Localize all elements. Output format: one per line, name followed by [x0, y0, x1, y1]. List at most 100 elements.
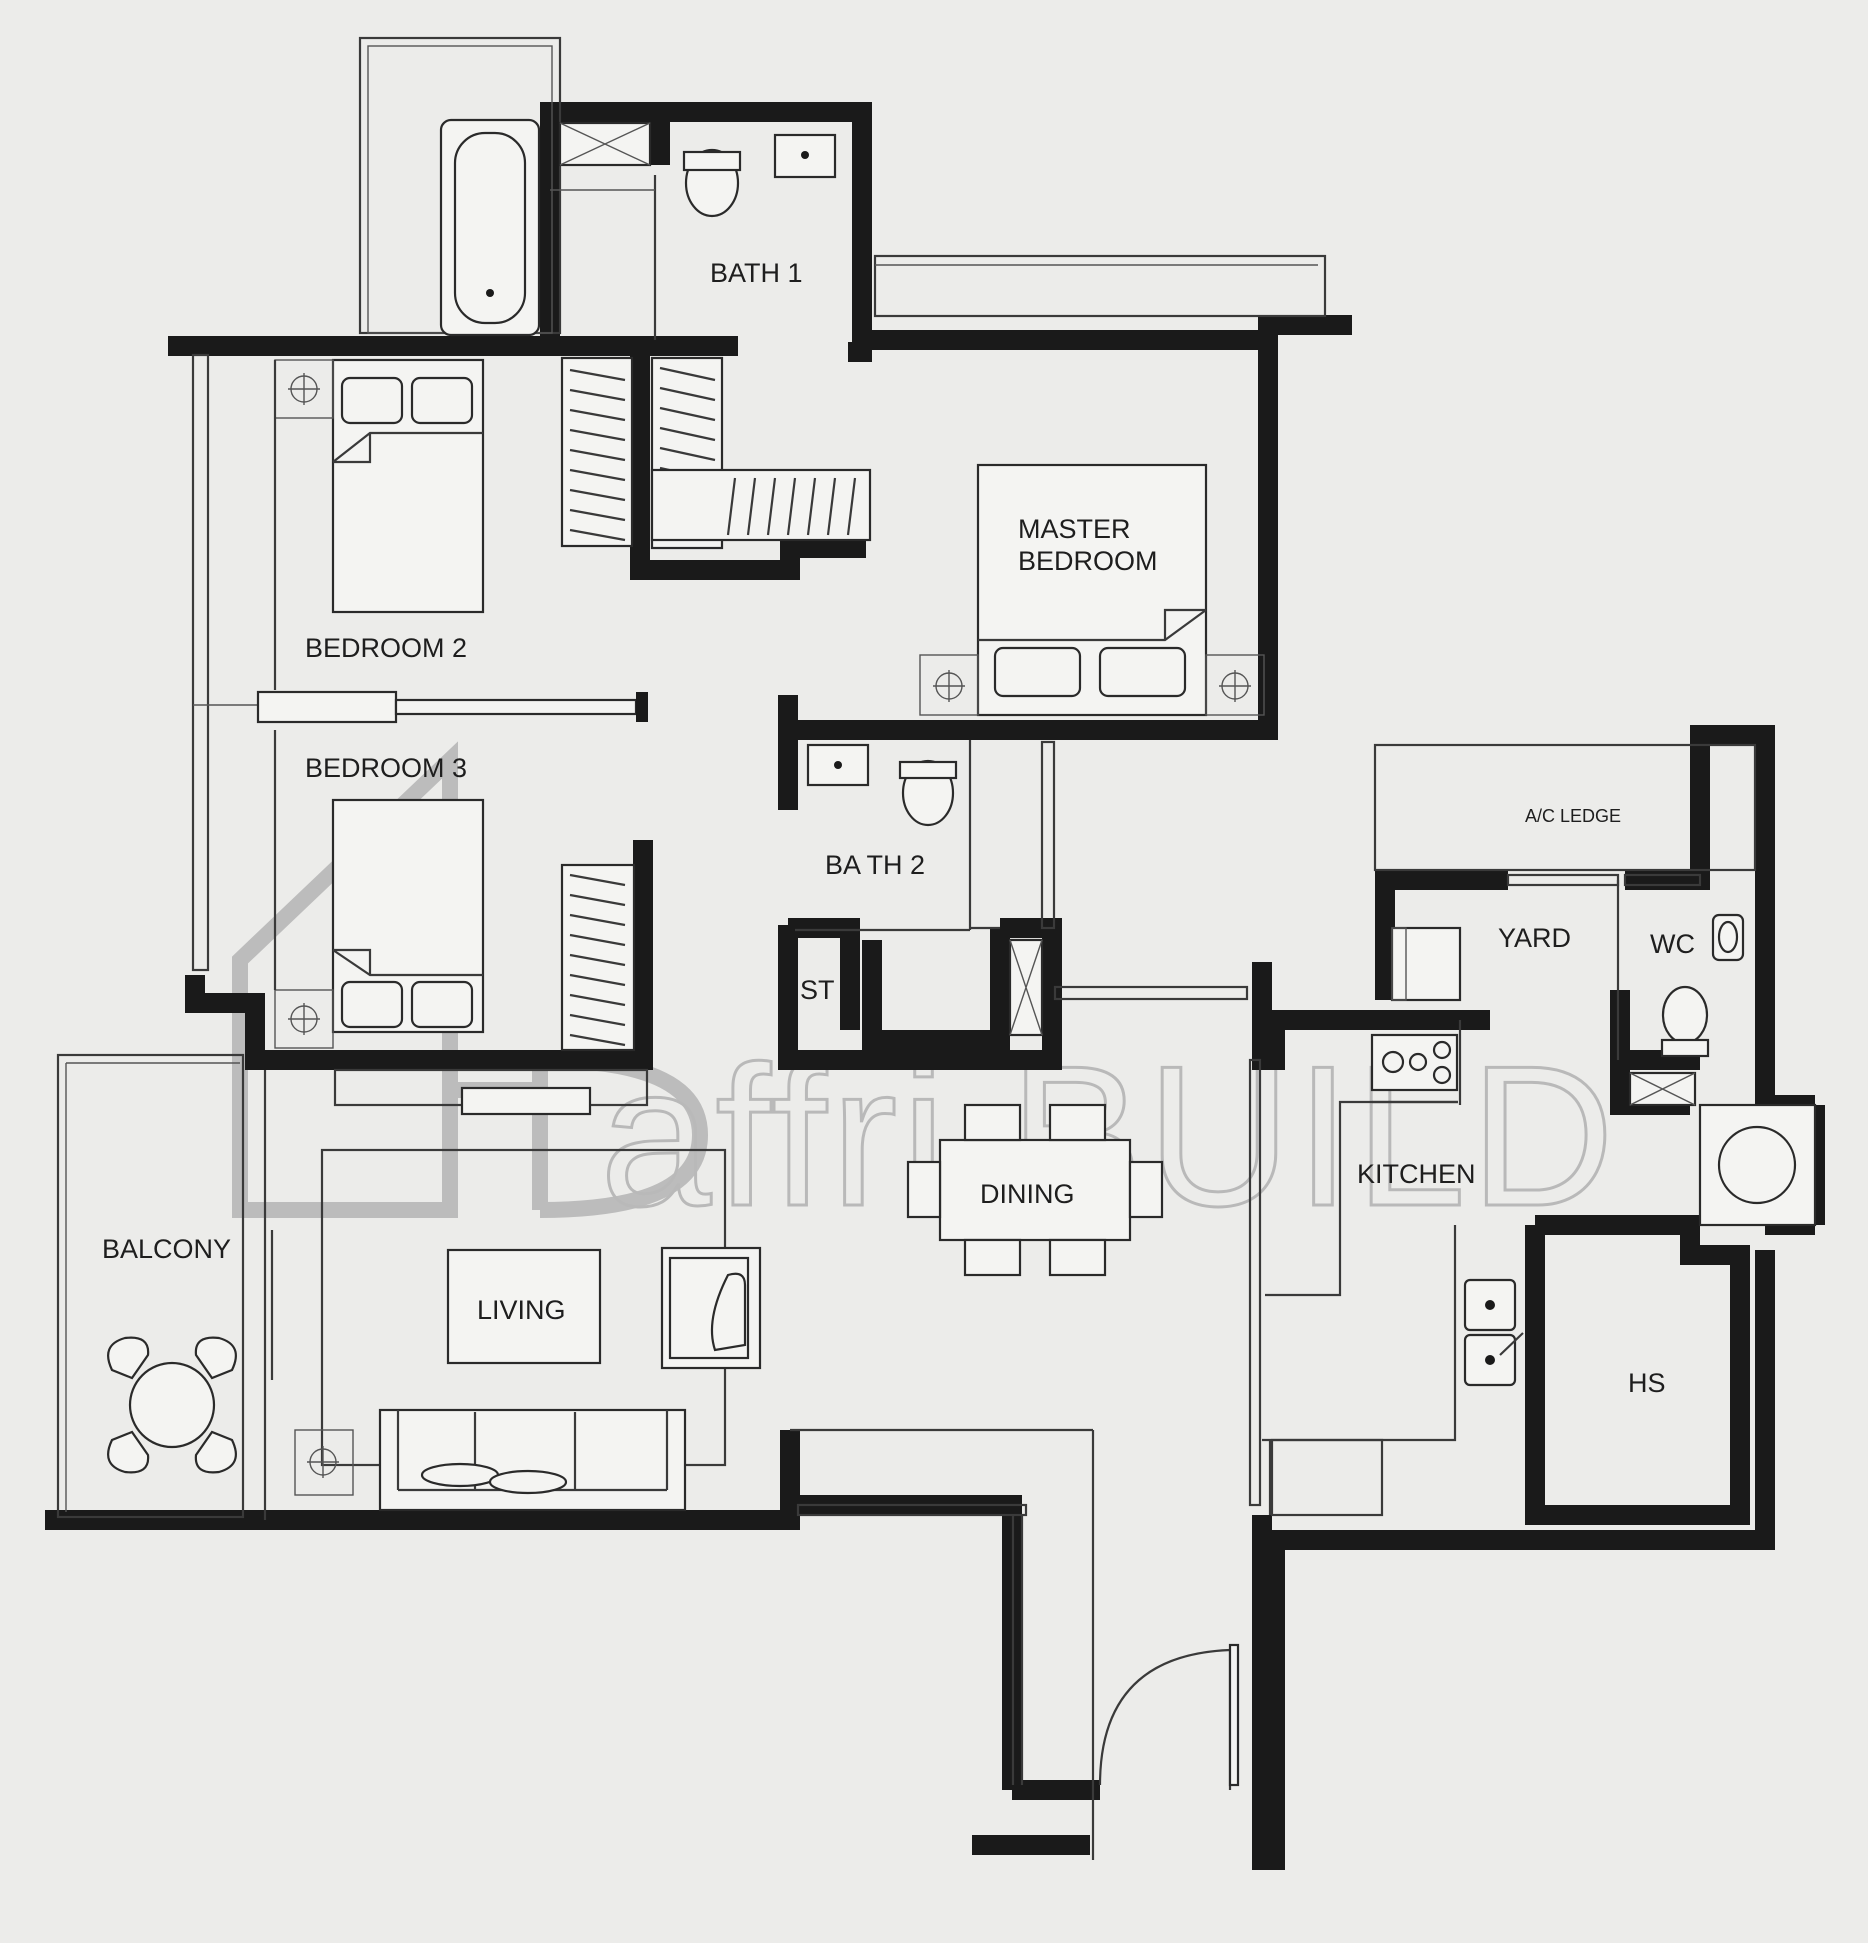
balcony-table [128, 1361, 216, 1449]
window-balcony [56, 1053, 245, 1519]
bath1-fixtures [439, 118, 837, 340]
wall-store-inner [788, 918, 860, 1030]
wardrobe-master-side-hangers [659, 366, 716, 482]
wardrobe-bedroom3 [560, 863, 636, 1052]
fridge [1270, 1438, 1384, 1517]
balcony-chair-tr [194, 1336, 237, 1380]
counter-sink-run [1262, 1225, 1457, 1442]
walls [45, 102, 1825, 1870]
wall-corridor-west [780, 1495, 1022, 1790]
sink-drain-1 [1485, 1300, 1495, 1310]
bed-bedroom3-sheet [332, 948, 483, 977]
main-door-frame [1228, 1643, 1240, 1787]
wc-fixtures [1660, 913, 1745, 1058]
window-kitchen-west [1248, 1058, 1262, 1507]
pillow-master-left [993, 646, 1082, 698]
bathtub-drain [486, 289, 494, 297]
bed-master-sheet [978, 608, 1207, 642]
basin-bath1-tap [801, 151, 809, 159]
sofa-cushion-left [420, 1462, 500, 1488]
wall-yard [1375, 870, 1508, 1000]
dining-chair-left [906, 1160, 942, 1219]
bedroom2-furniture [256, 356, 872, 724]
side-table-living [294, 1429, 354, 1496]
bedroom3-furniture [273, 730, 636, 1052]
dining-chair-right [1128, 1160, 1164, 1219]
wall-store [778, 918, 1062, 1070]
pillow-master-right [1098, 646, 1187, 698]
toilet-bath1-tank [682, 150, 742, 172]
label-bedroom2: BEDROOM 2 [305, 633, 467, 663]
wall-kitchen-south [1252, 1250, 1775, 1870]
pillow-bedroom2-left [340, 376, 404, 425]
lamp-master-left-cross [933, 670, 965, 702]
washing-machine-panel [1391, 927, 1407, 1001]
label-store: ST [800, 975, 835, 1005]
sliding-door-rail [394, 698, 638, 716]
bathtub-basin [453, 131, 527, 325]
label-dining: DINING [980, 1179, 1075, 1209]
room-labels: BATH 1 MASTER BEDROOM BEDROOM 2 BEDROOM … [102, 258, 1695, 1398]
pillow-bedroom3-right [410, 980, 474, 1029]
hs-vent-circle [1717, 1125, 1797, 1205]
wardrobe-bedroom2 [560, 356, 634, 548]
wall-master-right [862, 315, 1352, 350]
kitchen-fixtures [1262, 926, 1697, 1517]
tv [460, 1086, 592, 1116]
window-corridor [796, 1503, 1028, 1517]
label-master-bedroom-2: BEDROOM [1018, 546, 1158, 576]
basin-bath2-tap [834, 761, 842, 769]
sofa [378, 1408, 687, 1512]
label-bath2: BA TH 2 [825, 850, 925, 880]
nightstand-master-left [919, 654, 979, 716]
wall-bedroom3-south [185, 840, 653, 1070]
label-kitchen: KITCHEN [1357, 1159, 1476, 1189]
main-door-swing [1098, 1648, 1231, 1786]
nightstand-bedroom3 [274, 989, 334, 1049]
balcony-chair-br [194, 1430, 237, 1474]
label-master-bedroom-1: MASTER [1018, 514, 1131, 544]
sink-drain-2 [1485, 1355, 1495, 1365]
hob-burner-1 [1381, 1050, 1405, 1074]
sliding-door-bedroom [256, 690, 398, 724]
hob-burner-4 [1432, 1065, 1452, 1085]
window-yard-top [1506, 873, 1620, 887]
sliding-door-end [636, 692, 648, 722]
dining-chair-bottom-left [963, 1238, 1022, 1277]
wall-kitchen-west [1252, 962, 1490, 1070]
lamp-bedroom3-cross [288, 1003, 320, 1035]
window-bath2-east [1040, 740, 1056, 930]
window-dining-north [1053, 985, 1249, 1001]
toilet-wc [1661, 985, 1709, 1045]
label-living: LIVING [477, 1295, 566, 1325]
label-hs: HS [1628, 1368, 1666, 1398]
sink-tap [1499, 1332, 1524, 1356]
label-balcony: BALCONY [102, 1234, 231, 1264]
label-wc: WC [1650, 929, 1695, 959]
bath2-fixtures [795, 740, 1044, 1037]
basin-wc-bowl [1717, 920, 1739, 954]
nightstand-master-right [1205, 654, 1265, 716]
wall-bath2-shower [862, 928, 1010, 1050]
coffee-table [446, 1248, 602, 1365]
lamp-bedroom2-cross [288, 373, 320, 405]
wardrobe-bedroom2-hangers [569, 368, 626, 542]
shower-tray-wc-cross [1629, 1072, 1696, 1106]
shower-tray-bath1-cross [559, 122, 651, 166]
dining-chair-top-right [1048, 1103, 1107, 1142]
lamp-living-cross [307, 1446, 339, 1478]
master-bedroom-furniture [919, 463, 1265, 717]
lamp-master-right-cross [1219, 670, 1251, 702]
label-yard: YARD [1498, 923, 1571, 953]
wardrobe-master-bottom [650, 468, 872, 542]
shower-tray-bath2-cross [1009, 939, 1043, 1036]
toilet-wc-tank [1660, 1038, 1710, 1058]
pillow-bedroom3-left [340, 980, 404, 1029]
sofa-cushion-right [488, 1469, 568, 1495]
dining-chair-bottom-right [1048, 1238, 1107, 1277]
hob-burner-2 [1408, 1052, 1428, 1072]
dining-chair-top-left [963, 1103, 1022, 1142]
living-dining-furniture [263, 1068, 1164, 1860]
washing-machine [1390, 926, 1462, 1002]
hob-burner-3 [1432, 1040, 1452, 1060]
